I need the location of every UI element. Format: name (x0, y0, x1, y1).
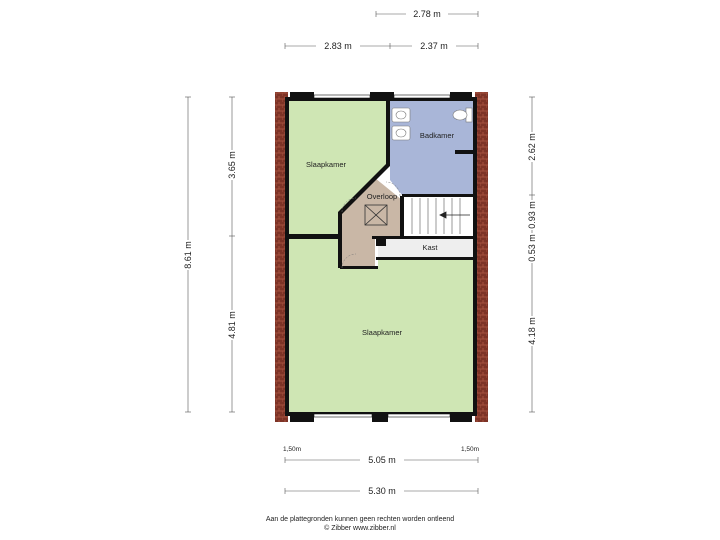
dim-bg-top-left (316, 40, 360, 52)
dim-label-top-total: 2.78 m (413, 9, 441, 19)
room-label-bedroom-bottom: Slaapkamer (362, 328, 403, 337)
room-label-storage: Kast (422, 243, 438, 252)
storage-area (378, 239, 474, 257)
dim-label-bottom-inner: 5.05 m (368, 455, 396, 465)
dim-bg-top-total (406, 8, 448, 20)
dim-label-bottom-outer: 5.30 m (368, 486, 396, 496)
dim-bg-left-lower (226, 310, 238, 340)
dim-label-bottom-right-height: 1,50m (461, 446, 479, 453)
stairs-area (404, 197, 472, 235)
windows (290, 92, 472, 422)
dim-label-left-upper: 3.65 m (227, 151, 237, 179)
dim-bg-bottom-inner (360, 454, 404, 466)
stair-arrow-icon (439, 211, 470, 219)
dim-bg-top-right (412, 40, 456, 52)
footer-copyright: © Zibber www.zibber.nl (324, 525, 396, 532)
dim-label-right-mid2: 0.53 m (527, 234, 537, 262)
dim-bg-right-mid2 (526, 233, 538, 263)
landing-area (342, 178, 402, 268)
door-swings (341, 181, 401, 269)
dim-label-left-total: 8.61 m (183, 241, 193, 269)
dim-bg-bottom-outer (360, 485, 404, 497)
roof-edge-left (275, 92, 288, 422)
toilet-icon (452, 107, 473, 123)
dim-bg-right-upper (526, 132, 538, 162)
footer-disclaimer: Aan de plattegronden kunnen geen rechten… (265, 516, 455, 523)
dim-bg-left-total (182, 240, 194, 270)
bedroom-top-area (288, 100, 388, 235)
dim-label-left-lower: 4.81 m (227, 311, 237, 339)
dim-label-top-left: 2.83 m (324, 41, 352, 51)
chimney-block (376, 238, 386, 246)
room-label-bedroom-top: Slaapkamer (306, 160, 347, 169)
room-label-bathroom: Badkamer (420, 131, 455, 140)
dim-bg-right-lower (526, 316, 538, 346)
dim-label-right-lower: 4.18 m (527, 317, 537, 345)
dim-label-right-upper: 2.62 m (527, 133, 537, 161)
dim-label-right-mid1: 0.93 m (527, 201, 537, 229)
dim-bg-left-upper (226, 150, 238, 180)
roof-edge-right (475, 92, 488, 422)
sink-icon (391, 107, 411, 141)
dim-label-top-right: 2.37 m (420, 41, 448, 51)
room-label-landing: Overloop (367, 192, 397, 201)
bedroom-bottom-area (288, 238, 475, 415)
dim-label-bottom-left-height: 1,50m (283, 446, 301, 453)
roof-hatch-icon (364, 204, 388, 226)
dim-bg-right-mid1 (526, 200, 538, 230)
bathroom-area (390, 100, 475, 195)
